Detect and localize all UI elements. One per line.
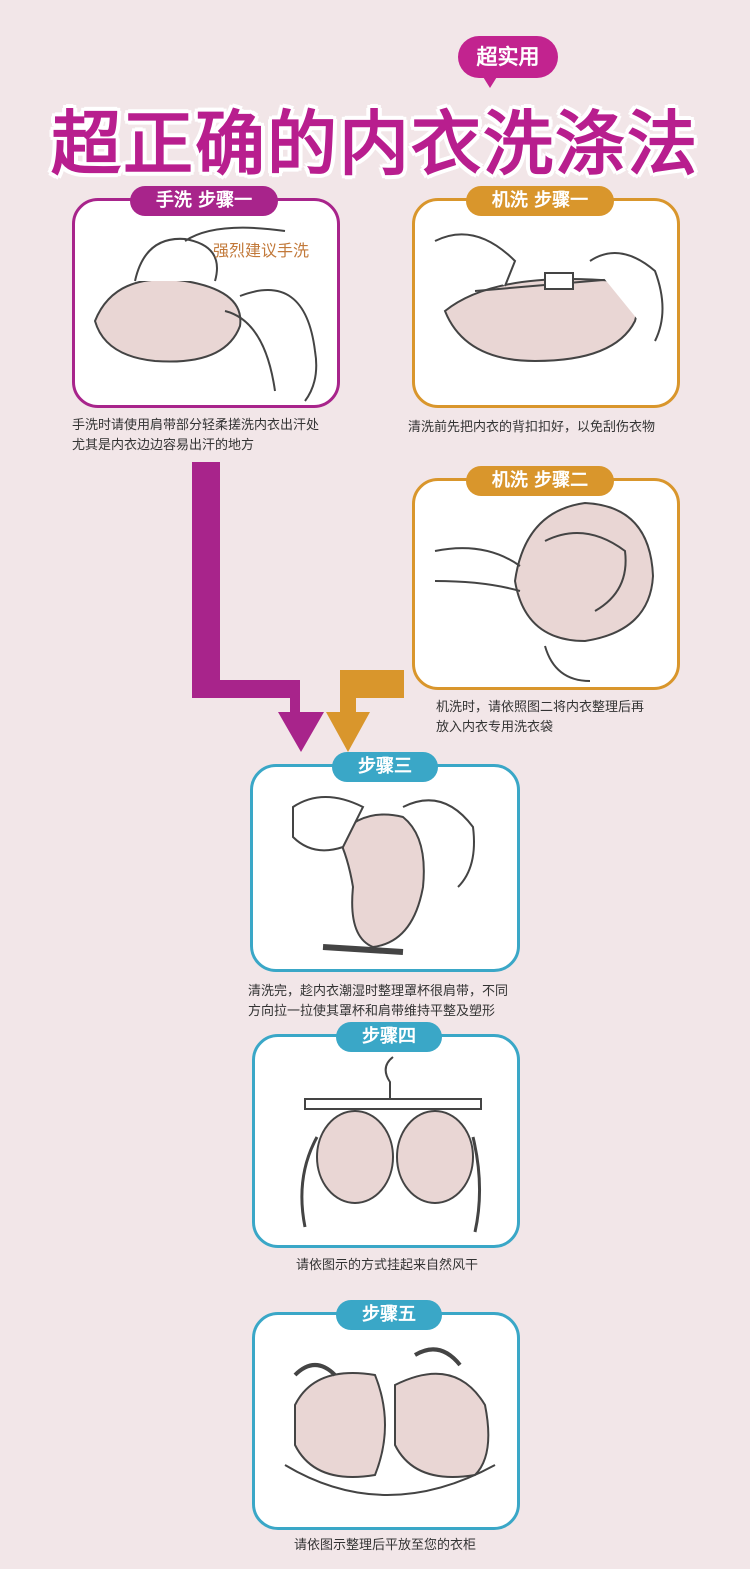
caption-line: 清洗前先把内衣的背扣扣好，以免刮伤衣物 (408, 420, 656, 435)
caption-line: 机洗时，请依照图二将内衣整理后再 (436, 700, 645, 715)
card-step5 (252, 1312, 520, 1530)
bra-hook-illustration (434, 233, 664, 363)
badge-bubble-tail (480, 72, 500, 88)
caption-line: 请依图示的方式挂起来自然风干 (296, 1258, 479, 1273)
purple-flow-arrow (192, 462, 324, 752)
caption-step4: 请依图示的方式挂起来自然风干 (296, 1256, 478, 1276)
orange-flow-arrow (326, 670, 404, 752)
tag-machine-wash-step2: 机洗 步骤二 (466, 466, 614, 496)
card-step4 (252, 1034, 520, 1248)
card-machine-wash-step2 (412, 478, 680, 690)
caption-step3: 清洗完，趁内衣潮湿时整理罩杯很肩带，不同 方向拉一拉使其罩杯和肩带维持平整及塑形 (248, 982, 508, 1022)
bra-handwash-illustration (93, 226, 318, 402)
bra-flat-illustration (284, 1347, 496, 1496)
bra-hanger-illustration (300, 1056, 482, 1233)
hand-wash-note: 强烈建议手洗 (213, 241, 310, 260)
caption-line: 放入内衣专用洗衣袋 (436, 720, 554, 735)
tag-step3: 步骤三 (332, 752, 438, 782)
caption-line: 方向拉一拉使其罩杯和肩带维持平整及塑形 (248, 1004, 496, 1019)
caption-step5: 请依图示整理后平放至您的衣柜 (294, 1536, 476, 1556)
bra-folded-illustration (434, 501, 655, 682)
bra-reshape-illustration (292, 796, 475, 955)
caption-line: 手洗时请使用肩带部分轻柔搓洗内衣出汗处 (72, 418, 320, 433)
tag-hand-wash-step1: 手洗 步骤一 (130, 186, 278, 216)
card-step3 (250, 764, 520, 972)
caption-machine-wash-step1: 清洗前先把内衣的背扣扣好，以免刮伤衣物 (408, 418, 655, 438)
caption-line: 尤其是内衣边边容易出汗的地方 (72, 438, 255, 453)
tag-step4: 步骤四 (336, 1022, 442, 1052)
tag-step5: 步骤五 (336, 1300, 442, 1330)
caption-line: 清洗完，趁内衣潮湿时整理罩杯很肩带，不同 (248, 984, 509, 999)
caption-machine-wash-step2: 机洗时，请依照图二将内衣整理后再 放入内衣专用洗衣袋 (436, 698, 644, 738)
page-title: 超正确的内衣洗涤法 (51, 103, 699, 185)
caption-line: 请依图示整理后平放至您的衣柜 (294, 1538, 477, 1553)
caption-hand-wash-step1: 手洗时请使用肩带部分轻柔搓洗内衣出汗处 尤其是内衣边边容易出汗的地方 (72, 416, 319, 456)
card-hand-wash-step1: 强烈建议手洗 (72, 198, 340, 408)
badge-bubble: 超实用 (458, 36, 558, 78)
tag-machine-wash-step1: 机洗 步骤一 (466, 186, 614, 216)
card-machine-wash-step1 (412, 198, 680, 408)
